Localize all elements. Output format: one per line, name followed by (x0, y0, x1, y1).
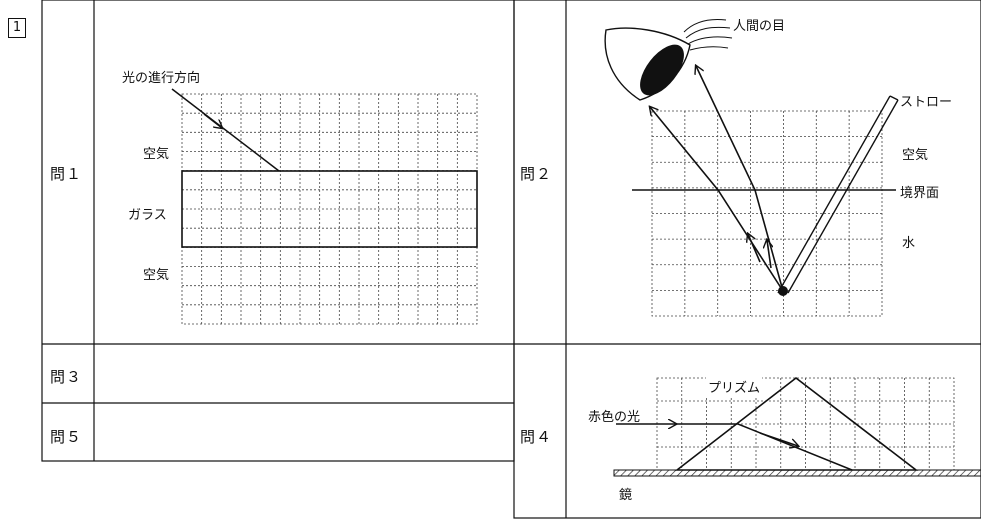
q2-grid-lines (652, 111, 882, 316)
answer-area-q3[interactable] (95, 345, 513, 402)
q1-air-top-label: 空気 (143, 147, 170, 162)
q2-rays (650, 66, 784, 292)
row-label-q3: 問３ (50, 368, 83, 386)
answer-area-q5[interactable] (95, 404, 513, 460)
right-table-frame (513, 0, 981, 519)
q1-air-bottom-label: 空気 (143, 268, 170, 283)
q1-glass-label: ガラス (128, 208, 167, 223)
q1-arrowhead (203, 113, 222, 128)
q4-prism-label: プリズム (706, 377, 763, 396)
q1-incident-ray (171, 88, 280, 172)
row-label-q4: 問４ (520, 428, 553, 446)
q1-grid-lines (182, 94, 477, 324)
q2-boundary-label: 境界面 (900, 186, 940, 201)
eye-illustration (604, 19, 733, 101)
row-label-q5: 問５ (50, 428, 83, 446)
straw (777, 95, 899, 294)
q2-eye-label: 人間の目 (733, 19, 786, 34)
question-number: 1 (12, 20, 22, 35)
q1-arrow-label: 光の進行方向 (122, 71, 201, 86)
q2-water-label: 水 (902, 236, 916, 251)
row-label-q1: 問１ (50, 165, 83, 183)
glass-block (181, 170, 478, 248)
red-light-ray (616, 424, 853, 471)
q2-air-label: 空気 (902, 148, 929, 163)
q4-light-label: 赤色の光 (588, 410, 641, 425)
q2-grid (651, 110, 883, 317)
q2-straw-label: ストロー (900, 95, 953, 110)
mirror-surface (613, 469, 981, 477)
question-number-box: 1 (8, 18, 26, 38)
row-label-q2: 問２ (520, 165, 553, 183)
q4-mirror-label: 鏡 (619, 488, 633, 503)
